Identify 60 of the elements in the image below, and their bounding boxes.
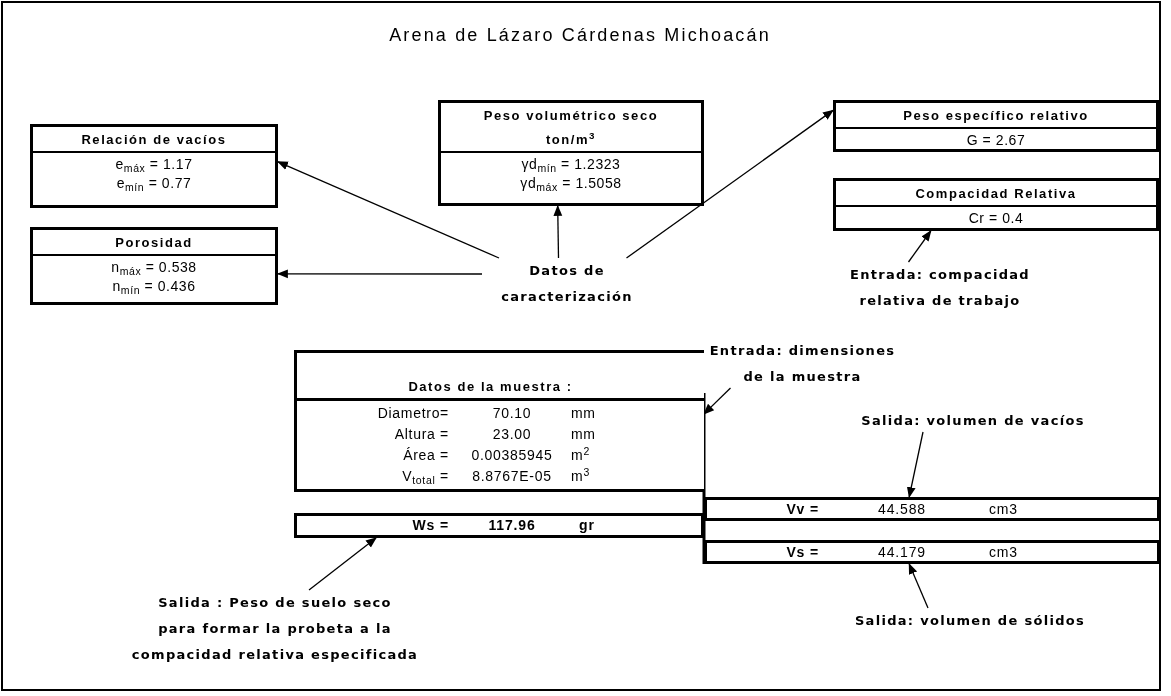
row-label: Vs = — [786, 543, 819, 560]
arrow — [906, 431, 924, 499]
arrow — [277, 161, 500, 259]
table-heading: Peso específico relativo — [903, 108, 1089, 123]
annotation-text: Salida: volumen de sólidos — [853, 612, 1087, 630]
result-row — [294, 513, 704, 538]
data-table — [30, 227, 278, 305]
row-value: 0.00385945 — [471, 447, 553, 463]
row-label: V$_{total}$ = — [402, 468, 449, 484]
arrow — [907, 230, 932, 263]
annotation-text: Datos de caracterización — [500, 262, 634, 306]
arrow — [308, 537, 377, 591]
title: Arena de Lázaro Cárdenas Michoacán — [388, 24, 772, 47]
arrow — [908, 563, 929, 609]
value-text: e$_{mín}$ = 0.77 — [116, 174, 192, 193]
row-label: Altura = — [394, 426, 449, 442]
annotation-text: Salida : Peso de suelo seco para formar la probeta a la compacidad relativa especificada — [130, 594, 420, 664]
row-value: 44.179 — [878, 543, 926, 560]
value-text: γd$_{mín}$ = 1.2323 — [521, 155, 621, 174]
sample-data-table — [294, 350, 704, 492]
row-unit: mm — [571, 405, 596, 421]
row-value: 70.10 — [492, 405, 532, 421]
value-text: n$_{mín}$ = 0.436 — [112, 277, 196, 296]
row-label: Diametro= — [377, 405, 449, 421]
annotation-text: Salida: volumen de vacíos — [860, 412, 1086, 430]
table-heading: Compacidad Relativa — [915, 186, 1077, 201]
data-table — [30, 124, 278, 208]
arrow — [553, 204, 563, 259]
value-text: G = 2.67 — [966, 131, 1026, 150]
value-text: γd$_{máx}$ = 1.5058 — [520, 174, 622, 193]
result-row — [704, 497, 1160, 521]
row-value: 8.8767E-05 — [472, 468, 552, 484]
row-label: Área = — [403, 447, 449, 463]
arrow — [703, 387, 732, 415]
row-unit: m$^{3}$ — [571, 468, 590, 484]
row-unit: mm — [571, 426, 596, 442]
annotation-text: Entrada: compacidad relativa de trabajo — [849, 266, 1031, 310]
table-heading: Porosidad — [115, 235, 193, 250]
table-heading: Datos de la muestra : — [408, 377, 573, 396]
result-row — [704, 540, 1160, 564]
arrow — [276, 269, 483, 279]
annotation-text: Entrada: dimensiones de la muestra — [708, 342, 897, 386]
data-table — [833, 100, 1159, 152]
data-table — [438, 100, 704, 206]
row-label: Vv = — [786, 500, 819, 517]
row-unit: gr — [579, 517, 595, 533]
row-label: Ws = — [412, 517, 449, 533]
table-heading: Peso volumétrico seco ton/m$^{3}$ — [483, 108, 659, 147]
row-value: 44.588 — [878, 500, 926, 517]
row-unit: cm3 — [989, 500, 1018, 517]
row-unit: cm3 — [989, 543, 1018, 560]
value-text: Cr = 0.4 — [968, 209, 1024, 228]
row-unit: m$^{2}$ — [571, 447, 590, 463]
table-heading: Relación de vacíos — [81, 132, 227, 147]
data-table — [833, 178, 1159, 231]
row-value: 117.96 — [488, 517, 536, 533]
value-text: e$_{máx}$ = 1.17 — [115, 155, 193, 174]
arrow — [625, 109, 834, 259]
row-value: 23.00 — [492, 426, 532, 442]
value-text: n$_{máx}$ = 0.538 — [111, 258, 197, 277]
